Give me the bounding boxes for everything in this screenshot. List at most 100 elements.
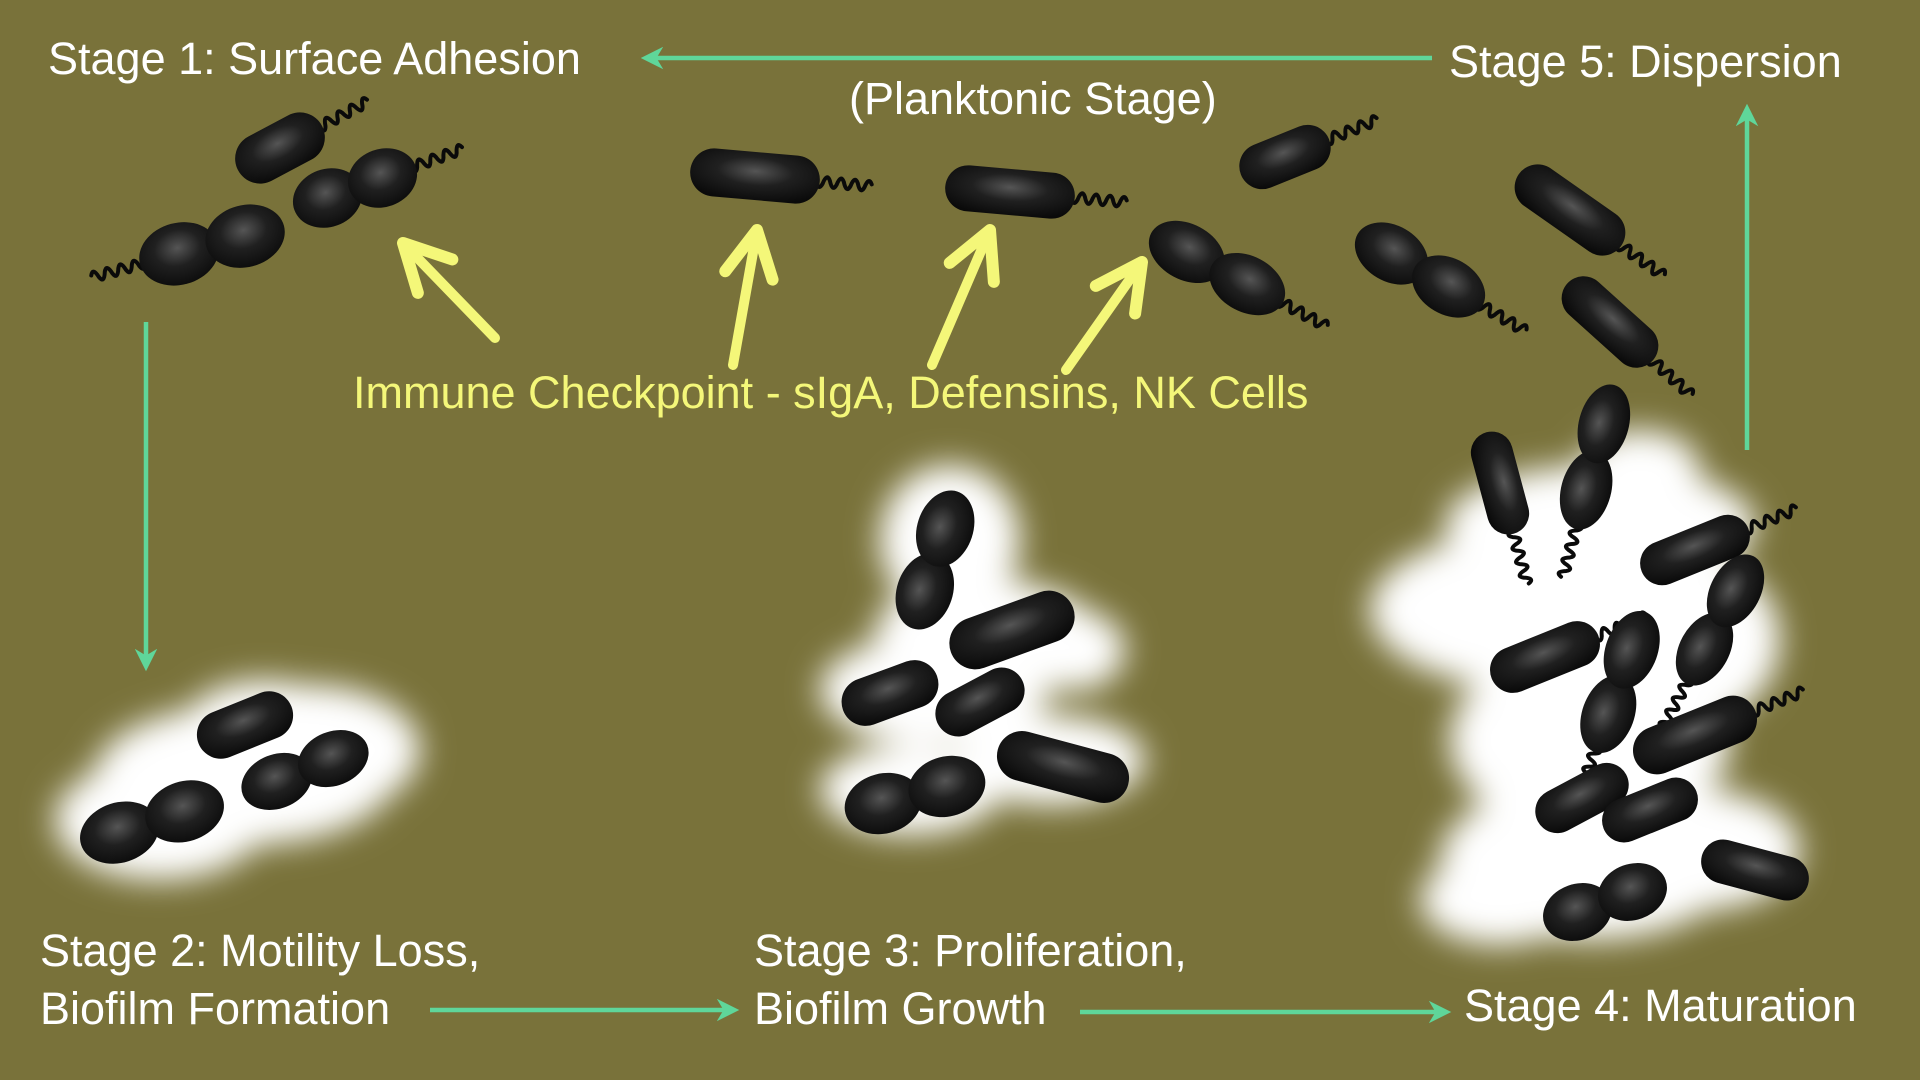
stage-3-label: Stage 3: Proliferation, Biofilm Growth <box>754 922 1187 1038</box>
cell-lobe <box>1412 255 1486 318</box>
bacterium-icon <box>895 490 975 630</box>
flow-arrows <box>134 46 1759 1024</box>
bacterium-icon <box>1354 222 1529 333</box>
bacterium-icon <box>935 667 1025 737</box>
bacterium-icon <box>1535 762 1629 834</box>
immune-checkpoint-label: Immune Checkpoint - sIgA, Defensins, NK … <box>353 364 1308 422</box>
bacterium-icon <box>996 731 1130 803</box>
immune-arrow-icon <box>719 224 779 370</box>
cell-lobe <box>1148 220 1225 284</box>
immune-checkpoint-text: Immune Checkpoint - sIgA, Defensins, NK … <box>353 367 1309 418</box>
cell-body <box>1640 514 1750 586</box>
bacterium-icon <box>945 165 1129 219</box>
flagellum <box>1323 114 1379 147</box>
cell-lobe <box>908 755 986 818</box>
cell-body <box>196 691 294 759</box>
bacterium-icon <box>1543 863 1667 941</box>
cell-body <box>1239 124 1331 190</box>
cell-lobe <box>1706 554 1765 628</box>
flagellum <box>1068 191 1129 209</box>
stage-4-title: Stage 4: Maturation <box>1464 980 1857 1031</box>
flagellum <box>1615 241 1668 277</box>
cell-body <box>1535 762 1629 834</box>
cell-body <box>690 148 820 204</box>
cell-lobe <box>205 204 285 268</box>
flagellum <box>407 143 464 174</box>
bacterium-icon <box>235 96 370 184</box>
cell-lobe <box>1598 863 1667 921</box>
cell-lobe <box>139 222 219 286</box>
bacterium-icon <box>1561 276 1696 396</box>
bacterium-icon <box>949 590 1075 670</box>
bacterium-icon <box>241 730 369 810</box>
immune-checkpoint-arrows <box>397 224 1148 375</box>
cell-lobe <box>1543 883 1612 941</box>
cell-lobe <box>347 148 418 208</box>
bacterium-icon <box>1514 164 1668 277</box>
flagellum <box>1556 521 1584 579</box>
cell-lobe <box>1209 252 1286 316</box>
bacterium-icon <box>89 204 285 286</box>
bacterium-icon <box>1701 839 1809 901</box>
cell-body <box>1470 431 1530 535</box>
bacteria-layer <box>80 96 1809 941</box>
flagellum <box>89 258 148 282</box>
cell-body <box>1701 839 1809 901</box>
cell-body <box>1602 777 1698 843</box>
stage-1-label: Stage 1: Surface Adhesion <box>48 30 581 88</box>
cell-body <box>996 731 1130 803</box>
stage-5-label: Stage 5: Dispersion <box>1449 33 1842 91</box>
cell-lobe <box>915 490 975 567</box>
bacterium-icon <box>196 691 294 759</box>
bacterium-icon <box>1602 777 1698 843</box>
flagellum <box>813 175 874 193</box>
cell-body <box>841 660 939 726</box>
bacterium-icon <box>1657 554 1765 729</box>
bacterium-icon <box>844 755 986 835</box>
planktonic-stage-text: (Planktonic Stage) <box>849 73 1217 124</box>
bacterium-icon <box>1556 384 1631 579</box>
cell-lobe <box>1559 450 1613 530</box>
flagellum <box>316 96 370 133</box>
cell-lobe <box>1675 612 1734 686</box>
bacterium-icon <box>690 148 874 204</box>
immune-arrow-icon <box>397 237 500 343</box>
stage-5-title: Stage 5: Dispersion <box>1449 36 1842 87</box>
cell-lobe <box>1580 675 1637 754</box>
stage-1-title: Stage 1: Surface Adhesion <box>48 33 581 84</box>
flagellum <box>1275 298 1330 329</box>
stage-2-line-1: Stage 2: Motility Loss, <box>40 925 481 976</box>
cell-lobe <box>145 780 224 843</box>
cell-body <box>949 590 1075 670</box>
planktonic-stage-label: (Planktonic Stage) <box>849 70 1217 128</box>
flagellum <box>1474 301 1529 333</box>
cell-lobe <box>241 752 313 810</box>
bacterium-icon <box>1239 114 1379 190</box>
cell-lobe <box>292 168 363 228</box>
cell-body <box>1490 621 1600 693</box>
flagellum <box>1742 503 1798 536</box>
bacterium-icon <box>1470 431 1534 586</box>
cell-body <box>945 165 1075 219</box>
cell-body <box>235 112 325 184</box>
bacterium-icon <box>841 660 939 726</box>
stage-2-line-2: Biofilm Formation <box>40 983 391 1034</box>
cell-body <box>935 667 1025 737</box>
cell-lobe <box>1354 222 1428 285</box>
stage-3-line-2: Biofilm Growth <box>754 983 1047 1034</box>
stage-2-label: Stage 2: Motility Loss, Biofilm Formatio… <box>40 922 480 1038</box>
bacterium-icon <box>1640 503 1798 586</box>
flagellum <box>1749 685 1805 718</box>
immune-arrow-icon <box>1061 256 1148 375</box>
cell-body <box>1561 276 1659 368</box>
bacterium-icon <box>1148 220 1330 329</box>
cell-lobe <box>844 772 922 835</box>
bacterium-icon <box>1571 610 1660 801</box>
flagellum <box>1506 527 1534 586</box>
cell-lobe <box>297 730 369 788</box>
cell-lobe <box>895 553 955 630</box>
stage-4-label: Stage 4: Maturation <box>1464 977 1857 1035</box>
stage-3-line-1: Stage 3: Proliferation, <box>754 925 1187 976</box>
